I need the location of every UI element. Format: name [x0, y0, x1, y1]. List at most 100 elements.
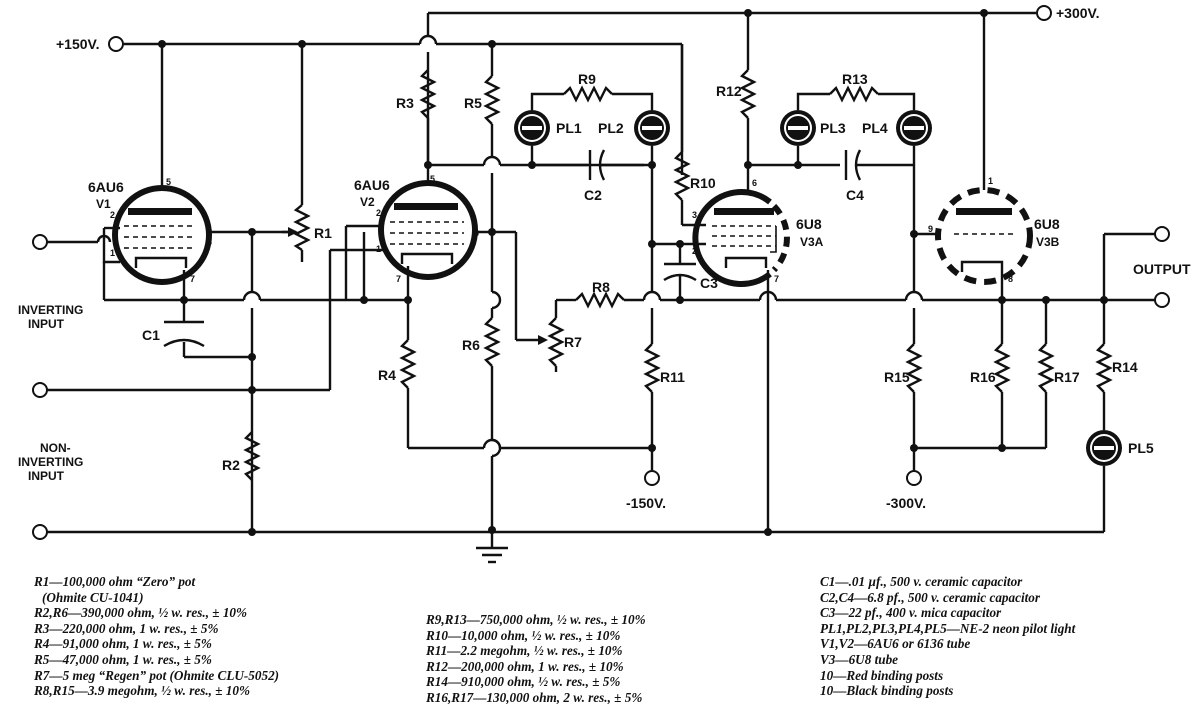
svg-text:1: 1	[988, 176, 993, 186]
svg-text:R7: R7	[564, 334, 582, 350]
svg-text:R4: R4	[378, 367, 396, 383]
parts-line: R7—5 meg “Regen” pot (Ohmite CLU-5052)	[34, 667, 280, 683]
plus150-label: +150V.	[56, 36, 99, 52]
svg-text:PL2: PL2	[598, 120, 624, 136]
svg-text:R16: R16	[970, 369, 996, 385]
amplifier-schematic: +150V. +300V. 5 2 1 6 7 6AU6 V1	[18, 5, 1191, 564]
neon-pl4	[896, 110, 932, 146]
tube-v2	[378, 180, 478, 280]
svg-text:R11: R11	[660, 369, 685, 385]
svg-text:C3: C3	[700, 275, 718, 291]
neon-pl2	[634, 110, 670, 146]
resistor-r16	[993, 343, 1011, 393]
parts-line: R12—200,000 ohm, 1 w. res., ± 10%	[426, 658, 624, 674]
capacitor-c1	[163, 320, 205, 348]
resistor-r14	[1095, 343, 1113, 393]
parts-line: R16,R17—130,000 ohm, 2 w. res., ± 5%	[426, 689, 643, 705]
potentiometer-r7	[547, 298, 566, 372]
output-terminal-bottom[interactable]	[1154, 292, 1170, 308]
inverting-input-terminal[interactable]	[32, 234, 48, 250]
noninverting-input-terminal[interactable]	[32, 382, 48, 398]
svg-text:C1: C1	[142, 327, 160, 343]
neon-pl1	[514, 110, 550, 146]
resistor-r2	[243, 431, 261, 481]
parts-line: R5—47,000 ohm, 1 w. res., ± 5%	[34, 651, 212, 667]
parts-line: R10—10,000 ohm, ½ w. res., ± 10%	[426, 627, 621, 643]
svg-text:3: 3	[692, 210, 697, 220]
v1-wiring	[46, 44, 410, 530]
v3b-type: 6U8	[1034, 216, 1060, 232]
plus150-terminal[interactable]	[108, 36, 124, 52]
capacitor-c4	[844, 149, 914, 181]
v2-wiring	[328, 70, 652, 450]
v3a-type: 6U8	[796, 216, 822, 232]
svg-text:R13: R13	[842, 71, 868, 87]
potentiometer-r1	[282, 44, 311, 262]
resistor-r12	[739, 69, 757, 119]
resistor-r17	[1037, 343, 1055, 393]
resistor-r4	[399, 339, 417, 400]
parts-line: R14—910,000 ohm, ½ w. res., ± 5%	[426, 674, 621, 690]
parts-line: R2,R6—390,000 ohm, ½ w. res., ± 10%	[34, 605, 248, 621]
svg-text:6: 6	[752, 178, 757, 188]
v2-name: V2	[360, 195, 375, 209]
v2-type: 6AU6	[354, 177, 390, 193]
parts-line: C1—.01 µf., 500 v. ceramic capacitor	[820, 574, 1023, 589]
v3b-wiring	[998, 232, 1156, 532]
svg-text:1: 1	[110, 248, 115, 258]
minus150-label: -150V.	[626, 495, 666, 511]
plus300-rail	[426, 9, 1036, 190]
svg-text:PL1: PL1	[556, 120, 582, 136]
minus300-terminal[interactable]	[906, 470, 922, 486]
plus300-terminal[interactable]	[1036, 5, 1052, 21]
resistor-r9	[530, 85, 654, 110]
parts-list-middle: R9,R13—750,000 ohm, ½ w. res., ± 10% R10…	[426, 612, 646, 706]
parts-list-left: R1—100,000 ohm “Zero” pot (Ohmite CU-104…	[34, 574, 279, 699]
svg-text:R6: R6	[462, 337, 480, 353]
svg-text:6: 6	[207, 237, 212, 247]
resistor-r6	[483, 290, 502, 548]
svg-text:7: 7	[190, 274, 195, 284]
resistor-r5	[483, 44, 501, 292]
svg-text:5: 5	[166, 177, 171, 187]
svg-text:R8: R8	[592, 279, 610, 295]
svg-text:8: 8	[1008, 274, 1013, 284]
parts-line: V1,V2—6AU6 or 6136 tube	[820, 636, 971, 652]
minus300-label: -300V.	[886, 495, 926, 511]
resistor-r3	[419, 69, 437, 165]
v3a-name: V3A	[800, 235, 824, 249]
output-terminal-top[interactable]	[1154, 226, 1170, 242]
ground-symbol	[476, 546, 508, 564]
parts-line: (Ohmite CU-1041)	[42, 589, 144, 605]
svg-text:R15: R15	[884, 369, 910, 385]
inverting-input-label-1: INVERTING	[18, 303, 83, 317]
parts-line: 10—Red binding posts	[820, 667, 944, 683]
svg-text:9: 9	[928, 224, 933, 234]
svg-text:C4: C4	[846, 187, 864, 203]
v3b-name: V3B	[1036, 235, 1060, 249]
svg-text:R5: R5	[464, 95, 482, 111]
neon-pl3	[780, 110, 816, 146]
svg-text:2: 2	[110, 210, 115, 220]
ground-terminal[interactable]	[32, 524, 48, 540]
v1-name: V1	[96, 197, 111, 211]
svg-text:R14: R14	[1112, 359, 1138, 375]
parts-line: R9,R13—750,000 ohm, ½ w. res., ± 10%	[426, 612, 646, 627]
tube-v1	[112, 185, 212, 285]
noninverting-input-label-2: INVERTING	[18, 455, 83, 469]
v1-type: 6AU6	[88, 179, 124, 195]
tube-v3b	[935, 187, 1033, 285]
svg-text:R12: R12	[716, 83, 742, 99]
resistor-r11	[643, 165, 661, 470]
noninverting-input-label-1: NON-	[40, 441, 71, 455]
svg-text:2: 2	[376, 208, 381, 218]
svg-text:R1: R1	[314, 225, 332, 241]
svg-text:C2: C2	[584, 187, 602, 203]
svg-text:PL3: PL3	[820, 120, 846, 136]
svg-text:R9: R9	[578, 71, 596, 87]
plus300-label: +300V.	[1056, 5, 1099, 21]
tube-v3a	[692, 189, 790, 287]
minus150-terminal[interactable]	[644, 470, 660, 486]
neon-pl5	[1086, 430, 1122, 466]
svg-text:7: 7	[396, 274, 401, 284]
